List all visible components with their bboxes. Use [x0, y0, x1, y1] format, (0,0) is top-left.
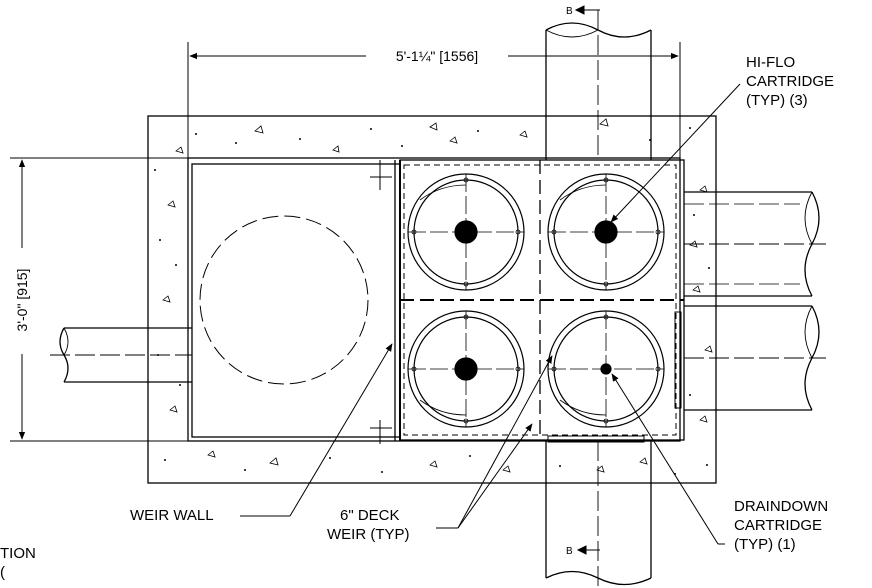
cartridge-top-right: [547, 173, 665, 291]
pipe-left: [50, 327, 192, 383]
manhole-opening: [199, 215, 369, 385]
cartridges: [407, 173, 665, 428]
cartridge-bottom-right-draindown: [547, 310, 665, 428]
deck-weir-label-1: 6" DECK: [340, 507, 400, 524]
rim-bolts: [411, 177, 661, 424]
cutoff-label-1: TION: [0, 545, 36, 562]
pipe-top: [545, 10, 652, 160]
pipe-right-top: [684, 191, 826, 297]
hiflo-cartridge-label-2: CARTRIDGE: [746, 73, 835, 90]
weir-wall-label: WEIR WALL: [130, 507, 214, 524]
height-dimension-text: 3'-0" [915]: [14, 269, 30, 332]
concrete-hatch: [162, 118, 713, 473]
width-dimension-text: 5'-1¼" [1556]: [396, 48, 478, 64]
section-marker-top: [574, 5, 600, 15]
cutoff-label-2: (: [0, 564, 5, 581]
leaders: [240, 83, 741, 545]
concrete-dots: [154, 127, 710, 475]
draindown-cartridge-label-2: CARTRIDGE: [734, 517, 823, 534]
pipe-bottom: [545, 435, 652, 588]
hiflo-cartridge-label-3: (TYP) (3): [746, 92, 808, 109]
bay-outlines: [403, 164, 677, 436]
cartridge-bottom-left: [407, 310, 525, 428]
deck-weir-label-2: WEIR (TYP): [327, 526, 410, 543]
section-marker-top-label: B: [566, 6, 573, 17]
height-dimension: [10, 157, 188, 442]
draindown-cartridge-label-3: (TYP) (1): [734, 536, 796, 553]
section-marker-bottom-label: B: [566, 546, 573, 557]
width-dimension: [187, 42, 681, 158]
pipe-right-bottom: [674, 305, 826, 411]
section-marker-bottom: [576, 545, 600, 555]
deck-weir-lines: [400, 160, 684, 440]
weir-wall: [370, 160, 400, 444]
draindown-cartridge-label-1: DRAINDOWN: [734, 498, 829, 515]
hiflo-cartridge-label-1: HI-FLO: [746, 54, 796, 71]
cartridge-top-left: [407, 173, 525, 291]
